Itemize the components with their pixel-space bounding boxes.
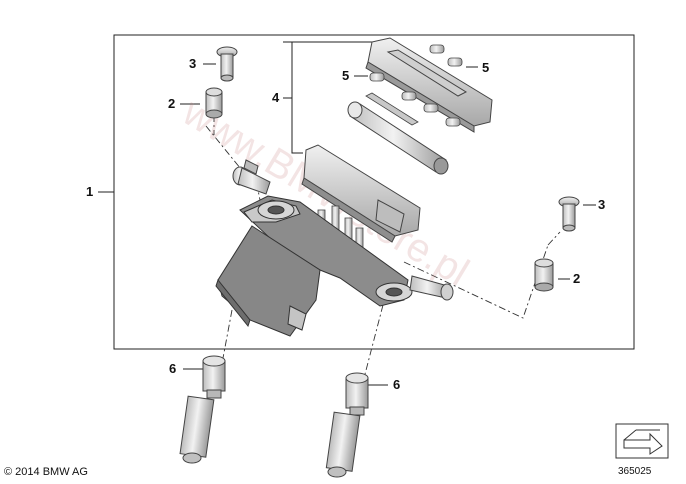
spacer-left-icon [205, 87, 223, 119]
clamp-pin-icon [347, 101, 449, 175]
callout-1: 1 [86, 184, 94, 199]
leader-lines [98, 41, 596, 386]
clamp-bottom-icon [301, 144, 421, 243]
diagram-number: 365025 [618, 466, 652, 477]
long-bolt-left-icon [179, 355, 226, 464]
damping-strip-icon [365, 92, 419, 126]
bolt-left-icon [216, 46, 238, 82]
callout-6-left: 6 [169, 361, 177, 376]
bolt-right-icon [558, 196, 580, 232]
rubber-pads-icon [369, 44, 463, 127]
orientation-box [615, 423, 669, 459]
callout-6-right: 6 [393, 377, 401, 392]
callout-5-right: 5 [482, 60, 490, 75]
bracket-bolt-right-icon [409, 275, 454, 301]
side-bolt-icon [232, 159, 271, 195]
spacer-right-icon [534, 258, 554, 292]
callout-4: 4 [272, 90, 280, 105]
clamp-top-icon [365, 37, 493, 133]
main-bracket-icon [215, 195, 413, 337]
direction-arrow-icon [623, 432, 663, 455]
callout-3-left: 3 [189, 56, 197, 71]
callout-2-right: 2 [573, 271, 581, 286]
callout-2-left: 2 [168, 96, 176, 111]
copyright-text: © 2014 BMW AG [4, 466, 88, 478]
callout-3-right: 3 [598, 197, 606, 212]
callout-5-left: 5 [342, 68, 350, 83]
long-bolt-right-icon [325, 372, 369, 478]
